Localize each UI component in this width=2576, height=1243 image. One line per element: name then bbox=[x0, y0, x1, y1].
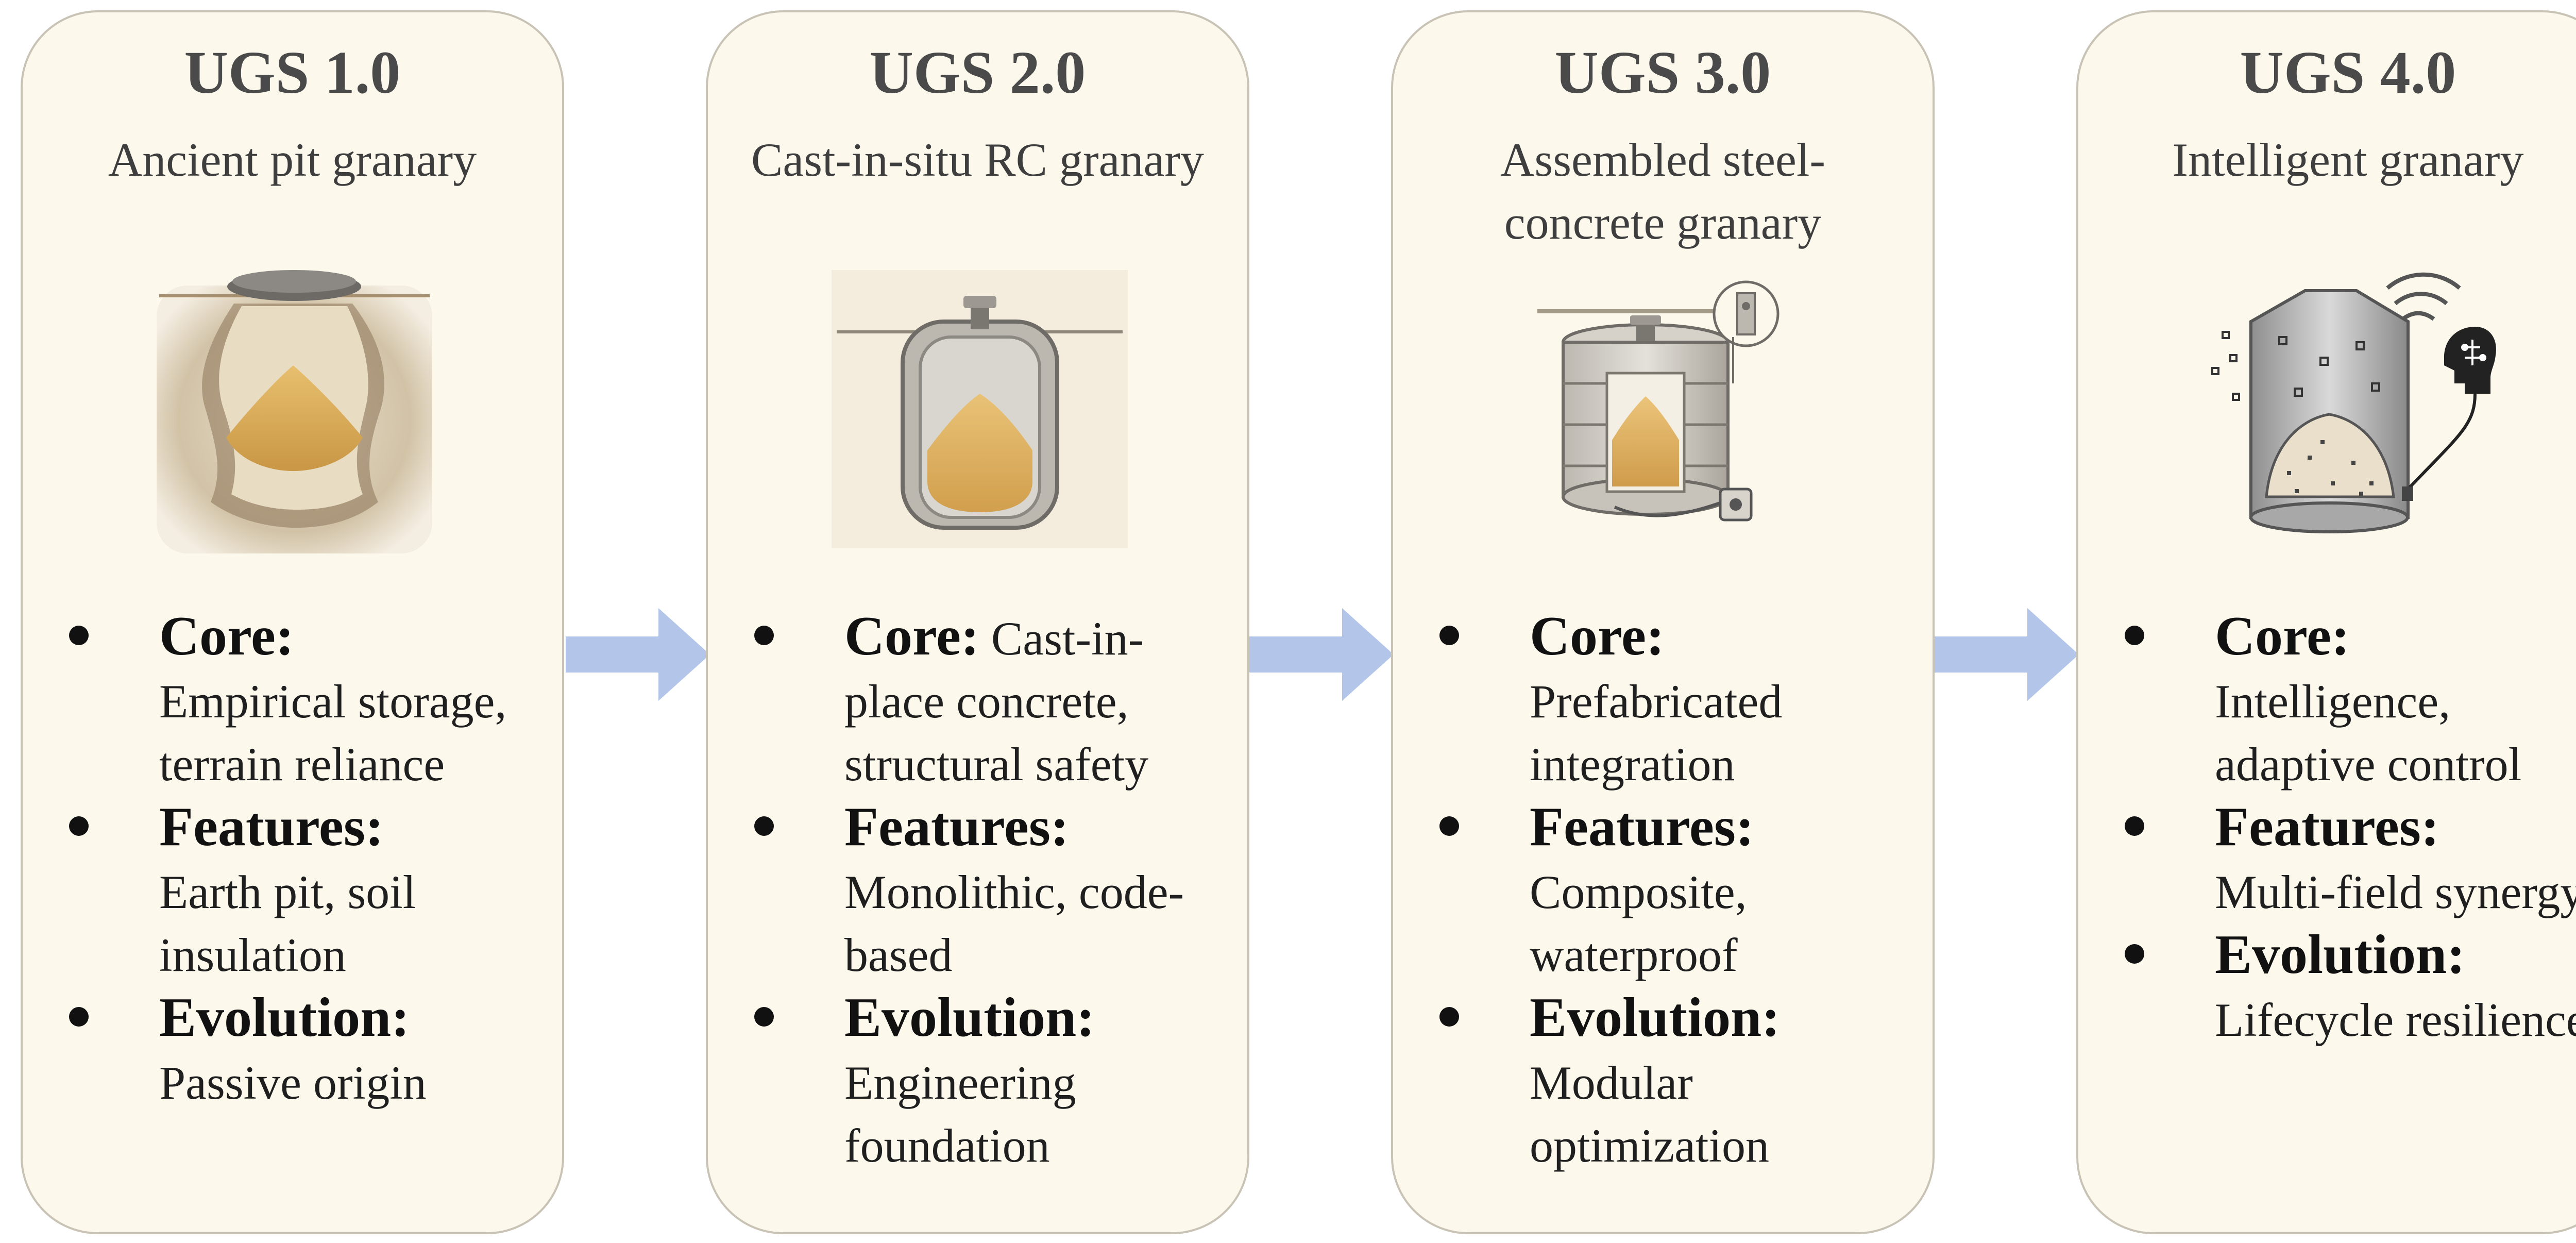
stage-bullets: Core:Intelligence, adaptive control Feat… bbox=[2125, 605, 2576, 1051]
stage-subtitle: Intelligent granary bbox=[2172, 133, 2524, 186]
bullet-features: Features:Monolithic, code-based bbox=[754, 796, 1227, 986]
stage-title: UGS 4.0 bbox=[2240, 39, 2456, 106]
bullet-dot bbox=[754, 1007, 774, 1027]
bullet-core: Core: Cast-in-place concrete, structural… bbox=[754, 605, 1227, 796]
stage-card-ugs-4: UGS 4.0 Intelligent granary bbox=[2076, 10, 2576, 1234]
bullet-core: Core:Prefabricated integration bbox=[1439, 605, 1912, 796]
bullet-core: Core:Intelligence, adaptive control bbox=[2125, 605, 2576, 796]
bullet-dot bbox=[1439, 1007, 1459, 1027]
stage-bullets: Core: Cast-in-place concrete, structural… bbox=[754, 605, 1227, 1177]
bullet-evolution: Evolution:Passive origin bbox=[69, 986, 541, 1114]
right-arrow-icon bbox=[566, 608, 710, 701]
bullet-dot bbox=[754, 626, 774, 645]
bullet-features: Features:Earth pit, soil insulation bbox=[69, 796, 541, 986]
bullet-dot bbox=[2125, 816, 2144, 836]
bullet-dot bbox=[1439, 816, 1459, 836]
bullet-features: Features:Composite, waterproof bbox=[1439, 796, 1912, 986]
right-arrow-icon bbox=[1249, 608, 1394, 701]
stage-card-ugs-3: UGS 3.0 Assembled steel-concrete granary bbox=[1391, 10, 1935, 1234]
stage-subtitle: Assembled steel-concrete granary bbox=[1500, 133, 1826, 249]
stage-subtitle: Cast-in-situ RC granary bbox=[751, 133, 1204, 186]
steel-concrete-granary-illustration bbox=[1537, 280, 1780, 522]
stage-card-ugs-1: UGS 1.0 Ancient pit granary bbox=[21, 10, 564, 1234]
stage-title: UGS 3.0 bbox=[1554, 39, 1771, 106]
stage-title: UGS 2.0 bbox=[869, 39, 1086, 106]
rc-granary-illustration bbox=[832, 270, 1128, 548]
stage-card-ugs-2: UGS 2.0 Cast-in-situ RC granary Core: Ca… bbox=[706, 10, 1249, 1234]
pit-granary-illustration bbox=[157, 270, 432, 553]
bullet-evolution: Evolution:Modular optimization bbox=[1439, 986, 1912, 1177]
bullet-dot bbox=[2125, 626, 2144, 645]
intelligent-granary-illustration bbox=[2211, 272, 2496, 533]
bullet-dot bbox=[754, 816, 774, 836]
stage-bullets: Core:Prefabricated integration Features:… bbox=[1439, 605, 1912, 1177]
bullet-features: Features:Multi-field synergy bbox=[2125, 796, 2576, 923]
bullet-dot bbox=[69, 1007, 89, 1027]
bullet-evolution: Evolution:Lifecycle resilience bbox=[2125, 923, 2576, 1051]
bullet-dot bbox=[69, 816, 89, 836]
stage-subtitle: Ancient pit granary bbox=[108, 133, 477, 186]
right-arrow-icon bbox=[1935, 608, 2079, 701]
stage-bullets: Core:Empirical storage, terrain reliance… bbox=[69, 605, 541, 1114]
bullet-core: Core:Empirical storage, terrain reliance bbox=[69, 605, 541, 796]
bullet-dot bbox=[69, 626, 89, 645]
bullet-evolution: Evolution:Engineering foundation bbox=[754, 986, 1227, 1177]
stage-title: UGS 1.0 bbox=[184, 39, 401, 106]
bullet-dot bbox=[1439, 626, 1459, 645]
bullet-dot bbox=[2125, 944, 2144, 964]
